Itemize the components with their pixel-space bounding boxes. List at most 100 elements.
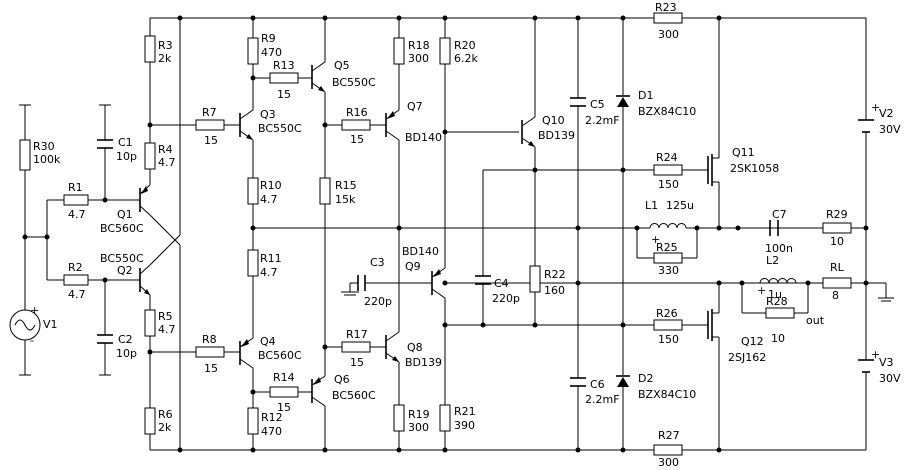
label-Q5: Q5	[334, 59, 350, 72]
battery-V3	[858, 359, 874, 373]
inductor-L2	[759, 278, 886, 284]
label-R13: R13	[273, 59, 295, 72]
transistor-Q1	[139, 184, 151, 216]
label-R8: R8	[202, 333, 217, 346]
value-R2: 4.7	[68, 288, 86, 301]
label-R19: R19	[408, 408, 430, 421]
resistor-R29	[822, 222, 852, 234]
resistor-R9	[247, 37, 259, 65]
value-R9: 470	[261, 46, 282, 59]
label-R29: R29	[826, 208, 848, 221]
value-D2: BZX84C10	[638, 388, 696, 401]
net-label-out: out	[806, 314, 825, 327]
label-R18: R18	[408, 39, 430, 52]
transistor-Q9	[431, 267, 446, 299]
value-R27: 300	[658, 456, 679, 469]
label-L1: L1	[645, 199, 658, 212]
label-R24: R24	[656, 151, 678, 164]
zener-D1	[616, 95, 630, 107]
label-R14: R14	[273, 371, 295, 384]
resistor-R26	[653, 319, 683, 331]
label-V3: V3	[879, 356, 894, 369]
capacitor-C4	[475, 275, 491, 285]
capacitor-C5	[570, 97, 586, 107]
value-R26: 150	[658, 333, 679, 346]
label-R15: R15	[335, 179, 357, 192]
transistor-Q4	[239, 337, 254, 369]
label-R21: R21	[454, 405, 476, 418]
value-Q4: BC560C	[258, 349, 302, 362]
label-R12: R12	[261, 411, 283, 424]
value-R8: 15	[204, 362, 218, 375]
resistor-R22	[529, 265, 541, 293]
label-Q12: Q12	[741, 335, 764, 348]
label-RL: RL	[830, 261, 845, 274]
value-R29: 10	[830, 235, 844, 248]
capacitor-C1	[97, 139, 113, 149]
label-C5: C5	[590, 98, 605, 111]
capacitor-C7	[769, 220, 779, 236]
v1-minus: -	[30, 334, 34, 347]
label-V1: V1	[43, 318, 58, 331]
value-R19: 300	[408, 421, 429, 434]
resistor-R18	[393, 37, 405, 65]
value-R6: 2k	[158, 421, 172, 434]
ground-symbols	[19, 104, 894, 376]
value-R28: 10	[771, 332, 785, 345]
value-R11: 4.7	[260, 266, 278, 279]
resistor-R13	[269, 72, 299, 84]
label-C1: C1	[118, 136, 133, 149]
resistor-R21	[439, 404, 451, 432]
value-R7: 15	[204, 134, 218, 147]
resistor-R28	[765, 307, 795, 319]
resistor-RL	[822, 277, 852, 289]
value-C6: 2.2mF	[585, 393, 620, 406]
label-R1: R1	[68, 181, 83, 194]
mosfet-Q12	[707, 305, 720, 345]
label-Q1: Q1	[117, 208, 133, 221]
label-R22: R22	[544, 268, 566, 281]
value-R25: 330	[658, 264, 679, 277]
label-C7: C7	[772, 208, 787, 221]
value-R3: 2k	[158, 52, 172, 65]
value-Q10: BD139	[538, 129, 575, 142]
label-C3: C3	[370, 256, 385, 269]
label-R23: R23	[655, 1, 677, 14]
label-Q7: Q7	[407, 100, 423, 113]
value-R21: 390	[454, 419, 475, 432]
value-C7: 100n	[765, 242, 793, 255]
resistor-R15	[319, 177, 331, 205]
value-Q3: BC550C	[258, 122, 302, 135]
resistor-R4	[144, 142, 156, 170]
resistor-R25	[653, 252, 683, 264]
wires	[24, 17, 887, 451]
v2-plus: +	[871, 101, 880, 114]
value-R16: 15	[350, 133, 364, 146]
value-Q6: BC560C	[332, 389, 376, 402]
value-C5: 2.2mF	[585, 114, 620, 127]
value-C2: 10p	[116, 347, 137, 360]
value-RL: 8	[832, 289, 839, 302]
l1-plus: +	[651, 233, 660, 246]
label-R11: R11	[260, 252, 282, 265]
value-R1: 4.7	[68, 208, 86, 221]
label-R30: R30	[33, 140, 55, 153]
value-Q11: 2SK1058	[730, 162, 779, 175]
label-Q6: Q6	[334, 373, 350, 386]
battery-V2	[858, 119, 874, 133]
l2-plus: +	[757, 284, 766, 297]
value-R18: 300	[408, 52, 429, 65]
resistor-R30	[19, 139, 31, 171]
label-R25: R25	[656, 241, 678, 254]
inductor-L1	[649, 223, 687, 229]
resistor-R3	[144, 35, 156, 63]
value-C4: 220p	[492, 292, 520, 305]
resistor-R24	[653, 164, 683, 176]
value-V3: 30V	[879, 372, 901, 385]
resistor-R17	[341, 341, 371, 353]
value-R20: 6.2k	[454, 52, 478, 65]
transistor-Q10	[521, 116, 536, 148]
resistor-R16	[341, 119, 371, 131]
value-R10: 4.7	[260, 193, 278, 206]
value-Q8: BD139	[405, 356, 442, 369]
